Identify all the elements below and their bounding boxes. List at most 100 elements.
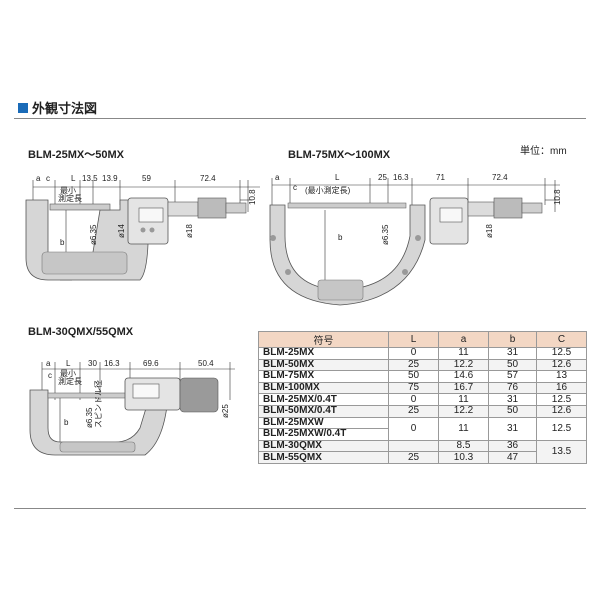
bottom-divider	[14, 508, 586, 509]
drawing-a-title: BLM-25MX～50MX	[28, 149, 124, 161]
cell-b: 50	[488, 358, 537, 372]
cell-c: 12.6	[536, 404, 587, 418]
unit-label: 単位：mm	[520, 146, 567, 157]
dim-a-d3: 59	[142, 174, 151, 183]
cell-model: BLM-100MX	[258, 381, 389, 395]
cell-b: 31	[488, 393, 537, 406]
table-header-row: 符号 L a b C	[258, 331, 587, 348]
header-square-icon	[18, 102, 28, 113]
cell-L: 25	[388, 358, 439, 372]
dim-c-min1: 最小	[60, 369, 76, 378]
dim-c-d4: 50.4	[198, 359, 214, 368]
cell-a: 11	[438, 347, 489, 360]
dim-a-d2: 13.9	[102, 174, 118, 183]
cell-b: 31	[488, 347, 537, 360]
cell-L: 75	[388, 381, 439, 395]
dim-b-d1: 25	[378, 173, 387, 182]
col-header: a	[438, 331, 489, 348]
col-header: 符号	[258, 331, 389, 348]
col-header: L	[388, 331, 439, 348]
cell-a: 14.6	[438, 370, 489, 383]
dim-a-d4: 72.4	[200, 174, 216, 183]
cell-b: 36	[488, 439, 537, 453]
col-header: C	[536, 331, 587, 348]
dim-c-spindle: スピンドル径	[93, 380, 103, 428]
cell-L: 0	[388, 347, 439, 360]
dim-b-min: (最小測定長)	[305, 185, 351, 195]
dim-a-phi18: ø18	[185, 224, 194, 238]
dim-b-d5: 10.8	[553, 189, 562, 205]
cell-L: 25	[388, 451, 439, 464]
cell-b: 31	[488, 416, 537, 441]
dim-c-phi25: ø25	[221, 404, 230, 418]
dim-a-c: c	[46, 174, 50, 183]
cell-b: 50	[488, 404, 537, 418]
dim-b-phi635: ø6.35	[381, 224, 390, 245]
cell-c: 12.6	[536, 358, 587, 372]
cell-L: 50	[388, 370, 439, 383]
dim-b-phi18: ø18	[485, 224, 494, 238]
cell-model: BLM-25MX/0.4T	[258, 393, 389, 406]
dim-a-min1: 最小	[60, 186, 76, 195]
cell-L	[388, 439, 439, 453]
cell-L: 0	[388, 393, 439, 406]
cell-model: BLM-25MX	[258, 347, 389, 360]
dim-b-c: c	[293, 183, 297, 192]
cell-model: BLM-50MX/0.4T	[258, 404, 389, 418]
table-row: BLM-30QMX 8.5 36 13.5	[258, 439, 587, 464]
cell-c: 12.5	[536, 347, 587, 360]
table-row: BLM-100MX 75 16.7 76 16	[258, 381, 587, 395]
dim-c-phi635: ø6.35	[85, 407, 94, 428]
spec-table: 符号 L a b C BLM-25MX 0 11 31 12.5 BLM-50M…	[258, 331, 587, 464]
top-divider	[14, 118, 586, 119]
cell-a: 16.7	[438, 381, 489, 395]
cell-model: BLM-55QMX	[258, 451, 389, 464]
section-title: 外観寸法図	[32, 101, 98, 116]
dim-c-d2: 16.3	[104, 359, 120, 368]
cell-model: BLM-25MXW/0.4T	[258, 428, 389, 441]
table-row: BLM-50MX/0.4T 25 12.2 50 12.6	[258, 404, 587, 418]
drawing-c-title: BLM-30QMX/55QMX	[28, 326, 134, 338]
dim-a-L: L	[71, 174, 76, 183]
cell-b: 57	[488, 370, 537, 383]
table-row: BLM-25MX/0.4T 0 11 31 12.5	[258, 393, 587, 406]
cell-c: 13.5	[536, 439, 587, 464]
cell-model: BLM-50MX	[258, 358, 389, 372]
dim-c-b: b	[64, 418, 69, 427]
dim-b-a: a	[275, 173, 280, 182]
dim-a-min2: 測定長	[58, 193, 82, 203]
dim-b-d2: 16.3	[393, 173, 409, 182]
dim-b-b: b	[338, 233, 343, 242]
dim-b-d3: 71	[436, 173, 445, 182]
cell-c: 13	[536, 370, 587, 383]
dim-a-a: a	[36, 174, 41, 183]
cell-L: 25	[388, 404, 439, 418]
cell-a: 10.3	[438, 451, 489, 464]
col-header: b	[488, 331, 537, 348]
table-row: BLM-25MXW 0 11 31 12.5	[258, 416, 587, 441]
cell-a: 11	[438, 393, 489, 406]
cell-c: 12.5	[536, 416, 587, 441]
cell-L: 0	[388, 416, 439, 441]
cell-a: 11	[438, 416, 489, 441]
cell-a: 12.2	[438, 358, 489, 372]
cell-a: 12.2	[438, 404, 489, 418]
dim-a-phi14: ø14	[117, 224, 126, 238]
table-row: BLM-75MX 50 14.6 57 13	[258, 370, 587, 383]
dim-c-L: L	[66, 359, 71, 368]
dim-c-d3: 69.6	[143, 359, 159, 368]
dim-a-d1: 13.5	[82, 174, 98, 183]
dim-a-phi635: ø6.35	[89, 224, 98, 245]
dim-a-d5: 10.8	[248, 189, 257, 205]
cell-c: 12.5	[536, 393, 587, 406]
cell-model: BLM-75MX	[258, 370, 389, 383]
dim-a-b: b	[60, 238, 65, 247]
table-row: BLM-55QMX 25 10.3 47	[258, 451, 587, 464]
section-header: 外観寸法図	[18, 98, 97, 117]
cell-b: 47	[488, 451, 537, 464]
cell-a: 8.5	[438, 439, 489, 453]
dim-c-c: c	[48, 371, 52, 380]
